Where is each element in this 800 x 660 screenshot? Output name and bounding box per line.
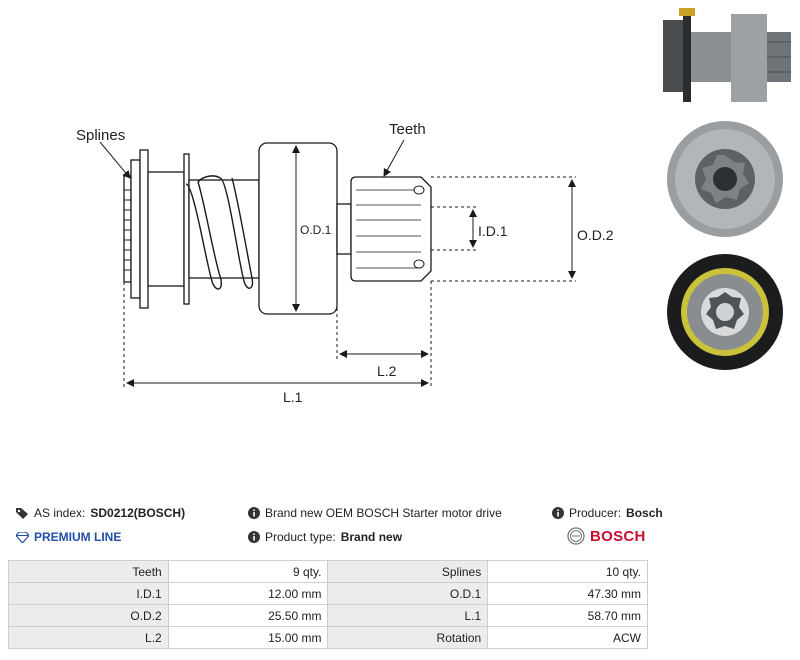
table-row: L.2 15.00 mm Rotation ACW — [8, 626, 648, 649]
info-icon — [248, 507, 260, 519]
bosch-logo-text: BOSCH — [590, 527, 646, 545]
producer-label: Producer: — [569, 506, 622, 520]
description: Brand new OEM BOSCH Starter motor drive — [265, 506, 502, 520]
spec-value: 58.70 mm — [487, 604, 648, 627]
collar-flange — [130, 159, 141, 299]
collar-disk — [139, 149, 149, 309]
premium-line-badge: PREMIUM LINE — [16, 530, 121, 544]
shaft — [336, 203, 352, 255]
table-row: O.D.2 25.50 mm L.1 58.70 mm — [8, 604, 648, 627]
spec-label: L.1 — [327, 604, 489, 627]
spec-label: Rotation — [327, 626, 489, 649]
label-splines: Splines — [76, 127, 125, 144]
spec-value: 15.00 mm — [167, 626, 329, 649]
product-photo-back — [655, 252, 795, 372]
label-l1: L.1 — [283, 389, 303, 405]
info-icon — [552, 507, 564, 519]
description-row: Brand new OEM BOSCH Starter motor drive — [248, 506, 502, 520]
label-id1: I.D.1 — [478, 223, 508, 239]
spec-label: I.D.1 — [8, 582, 169, 605]
as-index: AS index: SD0212(BOSCH) — [16, 506, 185, 520]
pinion — [350, 176, 432, 282]
label-od2: O.D.2 — [577, 227, 614, 243]
spec-value: 9 qty. — [167, 560, 329, 583]
spec-label: Teeth — [8, 560, 169, 583]
tag-icon — [16, 508, 28, 519]
technical-drawing: Splines Teeth O.D.1 I.D.1 O.D.2 L.2 L.1 — [76, 121, 614, 405]
collar-body — [147, 171, 185, 287]
product-photo-front — [655, 117, 795, 241]
table-row: I.D.1 12.00 mm O.D.1 47.30 mm — [8, 582, 648, 605]
premium-line-label: PREMIUM LINE — [34, 530, 122, 544]
product-type-value: Brand new — [340, 530, 403, 544]
label-teeth: Teeth — [389, 121, 426, 138]
specs-table: Teeth 9 qty. Splines 10 qty. I.D.1 12.00… — [8, 560, 648, 649]
product-type-row: Product type: Brand new — [248, 530, 402, 544]
producer-value: Bosch — [626, 506, 663, 520]
bosch-logo: BOSCH — [567, 527, 646, 545]
product-type-label: Product type: — [265, 530, 336, 544]
as-index-value: SD0212(BOSCH) — [90, 506, 186, 520]
spec-value: 10 qty. — [487, 560, 648, 583]
spec-label: O.D.1 — [327, 582, 489, 605]
label-l2: L.2 — [377, 363, 397, 379]
as-index-label: AS index: — [34, 506, 86, 520]
spec-value: ACW — [487, 626, 648, 649]
table-row: Teeth 9 qty. Splines 10 qty. — [8, 560, 648, 583]
spec-value: 25.50 mm — [167, 604, 329, 627]
spec-value: 12.00 mm — [167, 582, 329, 605]
spec-label: O.D.2 — [8, 604, 169, 627]
spec-value: 47.30 mm — [487, 582, 648, 605]
spec-label: Splines — [327, 560, 489, 583]
spec-label: L.2 — [8, 626, 169, 649]
bosch-armature-icon — [567, 527, 585, 545]
producer-row: Producer: Bosch — [552, 506, 663, 520]
label-od1: O.D.1 — [300, 223, 332, 237]
diamond-icon — [16, 531, 29, 543]
collar-rim — [183, 153, 190, 305]
collar-outer — [123, 175, 132, 283]
product-photo-side — [655, 2, 795, 114]
info-icon — [248, 531, 260, 543]
